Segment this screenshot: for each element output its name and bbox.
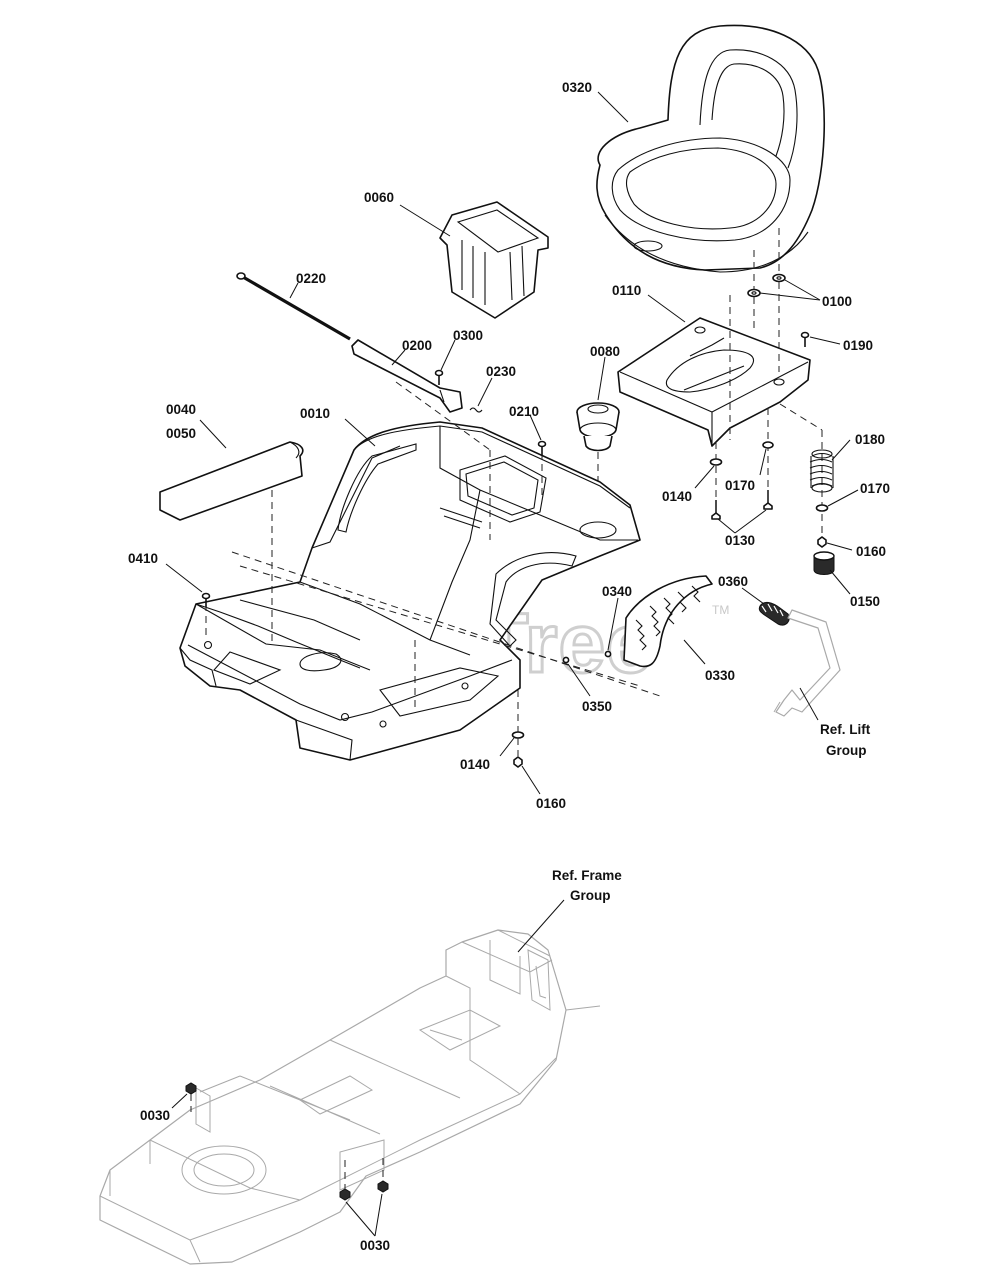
label-0150: 0150 [850,594,880,609]
label-0060: 0060 [364,190,394,205]
screw-0340-part[interactable] [604,650,612,658]
label-0180: 0180 [855,432,885,447]
label-0340: 0340 [602,584,632,599]
spring-0180-part[interactable] [809,449,834,493]
label-0140b: 0140 [460,757,490,772]
label-0010: 0010 [300,406,330,421]
bracket-part[interactable] [351,339,463,413]
lift-rod-ghost [773,609,841,717]
nut-0030-part[interactable] [185,1082,389,1201]
label-0140a: 0140 [662,489,692,504]
body-pan-part[interactable] [179,421,641,761]
bolt-0130-part[interactable] [711,490,773,520]
washer-0140-part[interactable] [709,458,723,466]
fuel-cap-part[interactable] [576,402,620,452]
label-0050: 0050 [166,426,196,441]
washer-0170b-part[interactable] [815,504,829,512]
decal-0040-part[interactable] [159,441,304,521]
screw-0210-part[interactable] [537,440,547,457]
seat-pan-part[interactable] [617,317,811,447]
watermark-tm: TM [712,603,729,617]
label-ref-frame-1: Ref. Frame [552,868,622,883]
label-ref-lift-2: Group [826,743,867,758]
label-0220: 0220 [296,271,326,286]
bumper-0150-part[interactable] [813,551,835,575]
label-0360: 0360 [718,574,748,589]
label-0300: 0300 [453,328,483,343]
rod-part[interactable] [236,272,351,341]
label-0190: 0190 [843,338,873,353]
screw-0300-part[interactable] [434,369,444,386]
battery-box-part[interactable] [439,201,549,319]
label-0080: 0080 [590,344,620,359]
nut-0350-part[interactable] [562,656,570,664]
pedal-pad-0330-part[interactable] [623,575,713,668]
label-0160a: 0160 [856,544,886,559]
label-0100: 0100 [822,294,852,309]
label-0200: 0200 [402,338,432,353]
label-0210: 0210 [509,404,539,419]
label-ref-lift-1: Ref. Lift [820,722,871,737]
label-0350: 0350 [582,699,612,714]
nut-0160b-part[interactable] [513,756,523,768]
label-0130: 0130 [725,533,755,548]
label-0170a: 0170 [725,478,755,493]
label-0160b: 0160 [536,796,566,811]
label-0030b: 0030 [360,1238,390,1253]
screw-0410-part[interactable] [201,592,211,608]
washer-0170-part[interactable] [762,441,774,449]
washer-0140b-part[interactable] [511,731,525,739]
label-0110: 0110 [612,283,641,298]
label-0030a: 0030 [140,1108,170,1123]
lift-handle-0360-part[interactable] [758,601,790,626]
screw-0190-part[interactable] [800,331,810,348]
label-0040: 0040 [166,402,196,417]
seat-part[interactable] [596,24,826,273]
nut-0160a-part[interactable] [817,536,827,548]
label-0410: 0410 [128,551,158,566]
label-0170b: 0170 [860,481,890,496]
label-ref-frame-2: Group [570,888,611,903]
frame-group-ghost [99,929,601,1265]
label-0320: 0320 [562,80,592,95]
label-0330: 0330 [705,668,735,683]
clip-0230-part[interactable] [469,407,483,413]
label-0230: 0230 [486,364,516,379]
